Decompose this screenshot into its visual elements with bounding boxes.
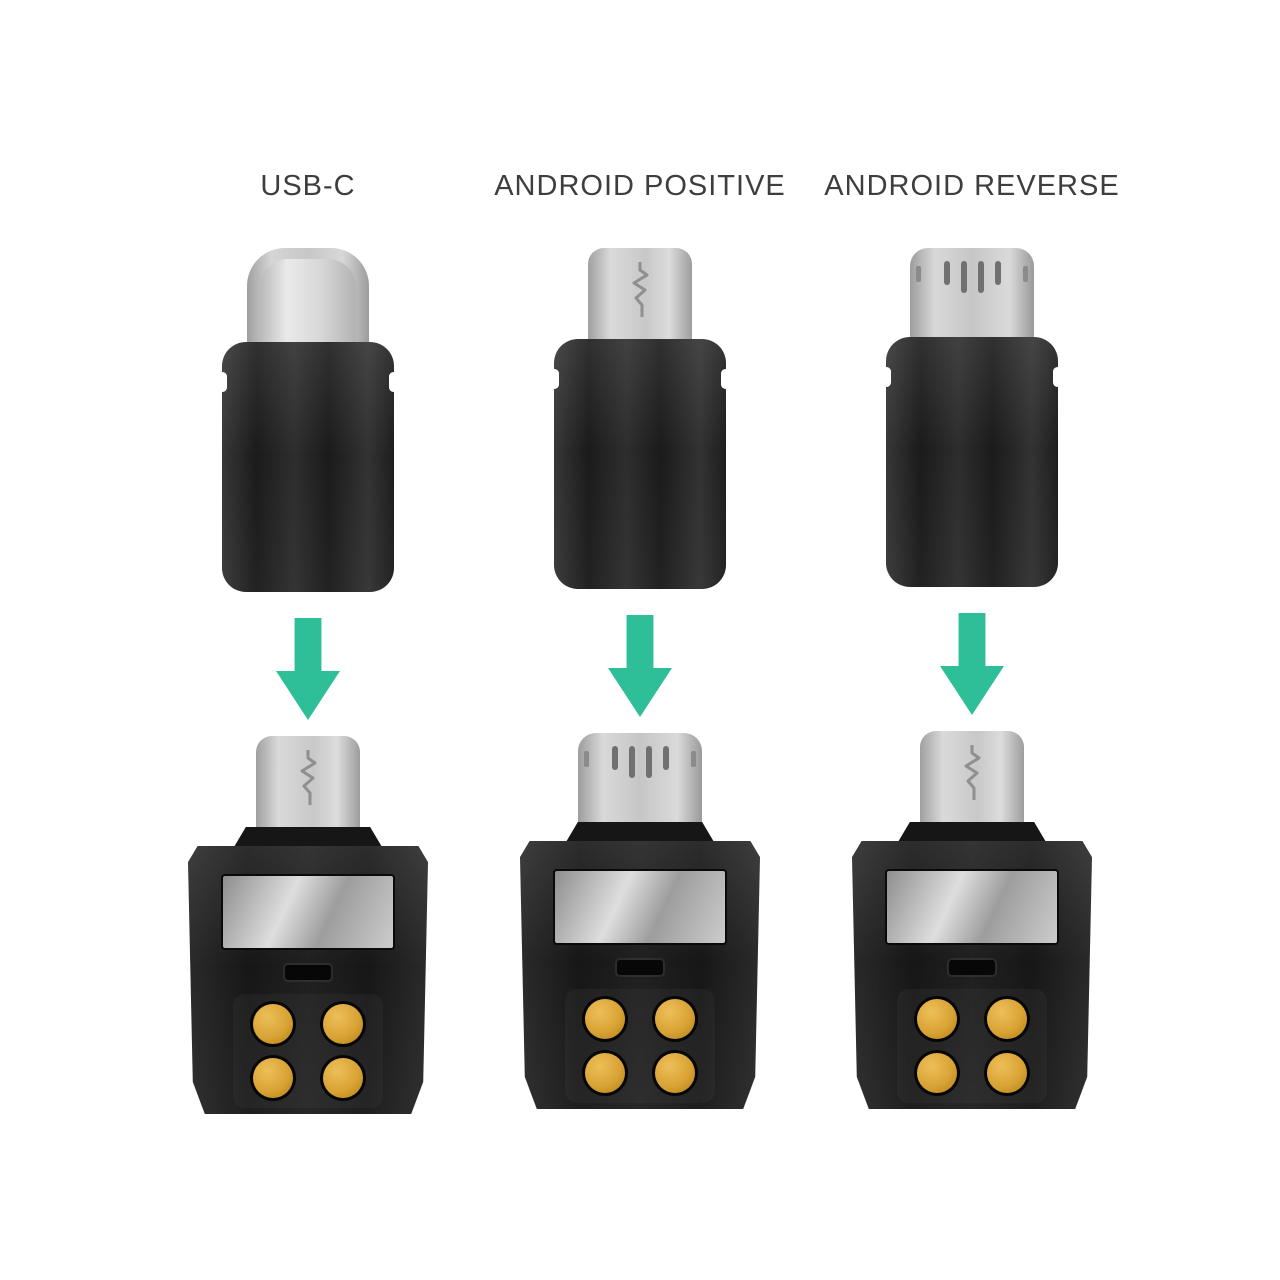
pogo-pin [655,999,695,1039]
pogo-pin-grid [897,989,1047,1103]
adapter-top [882,248,1062,587]
plug-neck [566,822,714,842]
housing-notch [1053,367,1062,387]
pin-slot [994,261,1001,285]
adapter-housing [218,342,398,592]
micro-usb-connector-front [910,248,1034,338]
metal-window [221,874,395,950]
pogo-pin [917,999,957,1039]
product-diagram: USB-C [142,170,1138,1114]
adapter-top [550,248,730,589]
connector-slot [285,965,331,980]
metal-window [553,869,727,945]
housing-notch [550,369,559,389]
housing-notch [389,372,398,392]
pogo-pin [253,1004,293,1044]
housing-notch [721,369,730,389]
pogo-pin [987,999,1027,1039]
pin-slot [943,261,950,285]
pin-slot [662,746,669,770]
connector-side-notch [916,266,921,282]
connector-side-notch [1023,266,1028,282]
micro-usb-connector-back [588,248,692,340]
pin-slot [628,746,635,778]
down-arrow-icon [608,615,672,717]
pin-slot [645,746,652,778]
connector-slot [617,960,663,975]
column-label: ANDROID REVERSE [824,170,1120,202]
micro-usb-plug [256,736,360,828]
adapter-column-android-positive: ANDROID POSITIVE [474,170,806,1109]
housing-notch [218,372,227,392]
pogo-pin [585,1053,625,1093]
pogo-pin [323,1058,363,1098]
pin-slots [578,746,702,778]
pin-slot [977,261,984,293]
pogo-pin [987,1053,1027,1093]
plug-neck [234,827,382,847]
adapter-column-usb-c: USB-C [142,170,474,1114]
adapter-top [218,248,398,592]
micro-usb-plug [920,731,1024,823]
pin-slots [910,261,1034,293]
column-label: USB-C [260,170,356,202]
seam-line-icon [964,745,981,800]
module-housing [520,841,760,1109]
metal-window [885,869,1059,945]
seam-line-icon [632,262,649,317]
pogo-pin-grid [233,994,383,1108]
connector-side-notch [691,751,696,767]
pin-slot [611,746,618,770]
module-housing [188,846,428,1114]
pogo-pin [585,999,625,1039]
plug-neck [898,822,1046,842]
adapter-column-android-reverse: ANDROID REVERSE [806,170,1138,1109]
down-arrow-icon [276,618,340,720]
connector-side-notch [584,751,589,767]
pogo-pin [655,1053,695,1093]
pogo-pin [253,1058,293,1098]
micro-usb-plug [578,733,702,823]
connector-slot [949,960,995,975]
connector-module [188,736,428,1114]
usb-c-connector [247,248,369,343]
seam-line-icon [300,750,317,805]
pogo-pin-grid [565,989,715,1103]
down-arrow-icon [940,613,1004,715]
adapter-housing [550,339,730,589]
module-housing [852,841,1092,1109]
housing-notch [882,367,891,387]
connector-module [852,731,1092,1109]
adapter-housing [882,337,1062,587]
column-label: ANDROID POSITIVE [494,170,786,202]
pin-slot [960,261,967,293]
connector-module [520,733,760,1109]
pogo-pin [917,1053,957,1093]
pogo-pin [323,1004,363,1044]
